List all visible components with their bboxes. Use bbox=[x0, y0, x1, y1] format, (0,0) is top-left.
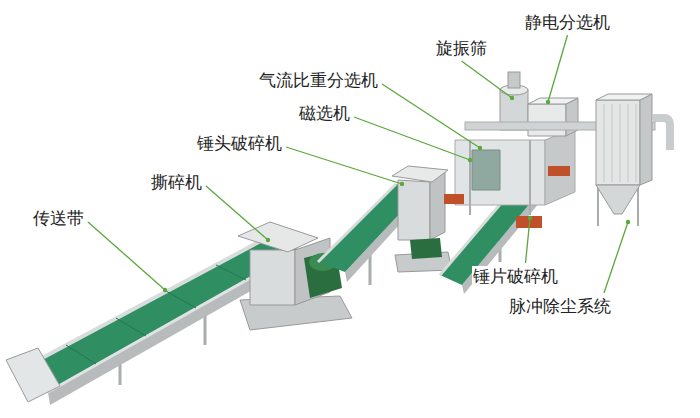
leader-dot bbox=[163, 288, 167, 292]
vibrating-screen bbox=[500, 72, 528, 130]
leader-line bbox=[604, 222, 628, 293]
leader-dot bbox=[546, 100, 550, 104]
leader-dot bbox=[478, 146, 482, 150]
part-label: 锤头破碎机 bbox=[196, 133, 283, 153]
hammer-crusher bbox=[392, 166, 452, 272]
leader-line bbox=[88, 222, 165, 290]
leader-line bbox=[206, 186, 268, 240]
leader-line bbox=[382, 84, 480, 148]
part-label: 传送带 bbox=[32, 208, 85, 228]
leader-dot bbox=[528, 216, 532, 220]
leader-dot bbox=[626, 220, 630, 224]
part-label: 气流比重分选机 bbox=[258, 70, 379, 90]
leader-line bbox=[548, 35, 568, 102]
leader-dot bbox=[266, 238, 270, 242]
dust-collector bbox=[596, 94, 670, 226]
part-label: 静电分选机 bbox=[524, 12, 611, 32]
part-label: 锤片破碎机 bbox=[472, 266, 559, 286]
leader-dot bbox=[468, 158, 472, 162]
part-label: 磁选机 bbox=[298, 103, 351, 123]
leader-dot bbox=[510, 96, 514, 100]
separator-station bbox=[444, 128, 575, 228]
leader-line bbox=[462, 61, 513, 98]
part-label: 旋振筛 bbox=[435, 38, 488, 58]
leader-line bbox=[354, 117, 470, 160]
part-label: 脉冲除尘系统 bbox=[508, 296, 612, 316]
leader-line bbox=[526, 218, 531, 263]
part-label: 撕碎机 bbox=[150, 172, 203, 192]
leader-line bbox=[286, 147, 402, 184]
leader-dot bbox=[400, 182, 404, 186]
shredder-machine bbox=[238, 222, 352, 330]
